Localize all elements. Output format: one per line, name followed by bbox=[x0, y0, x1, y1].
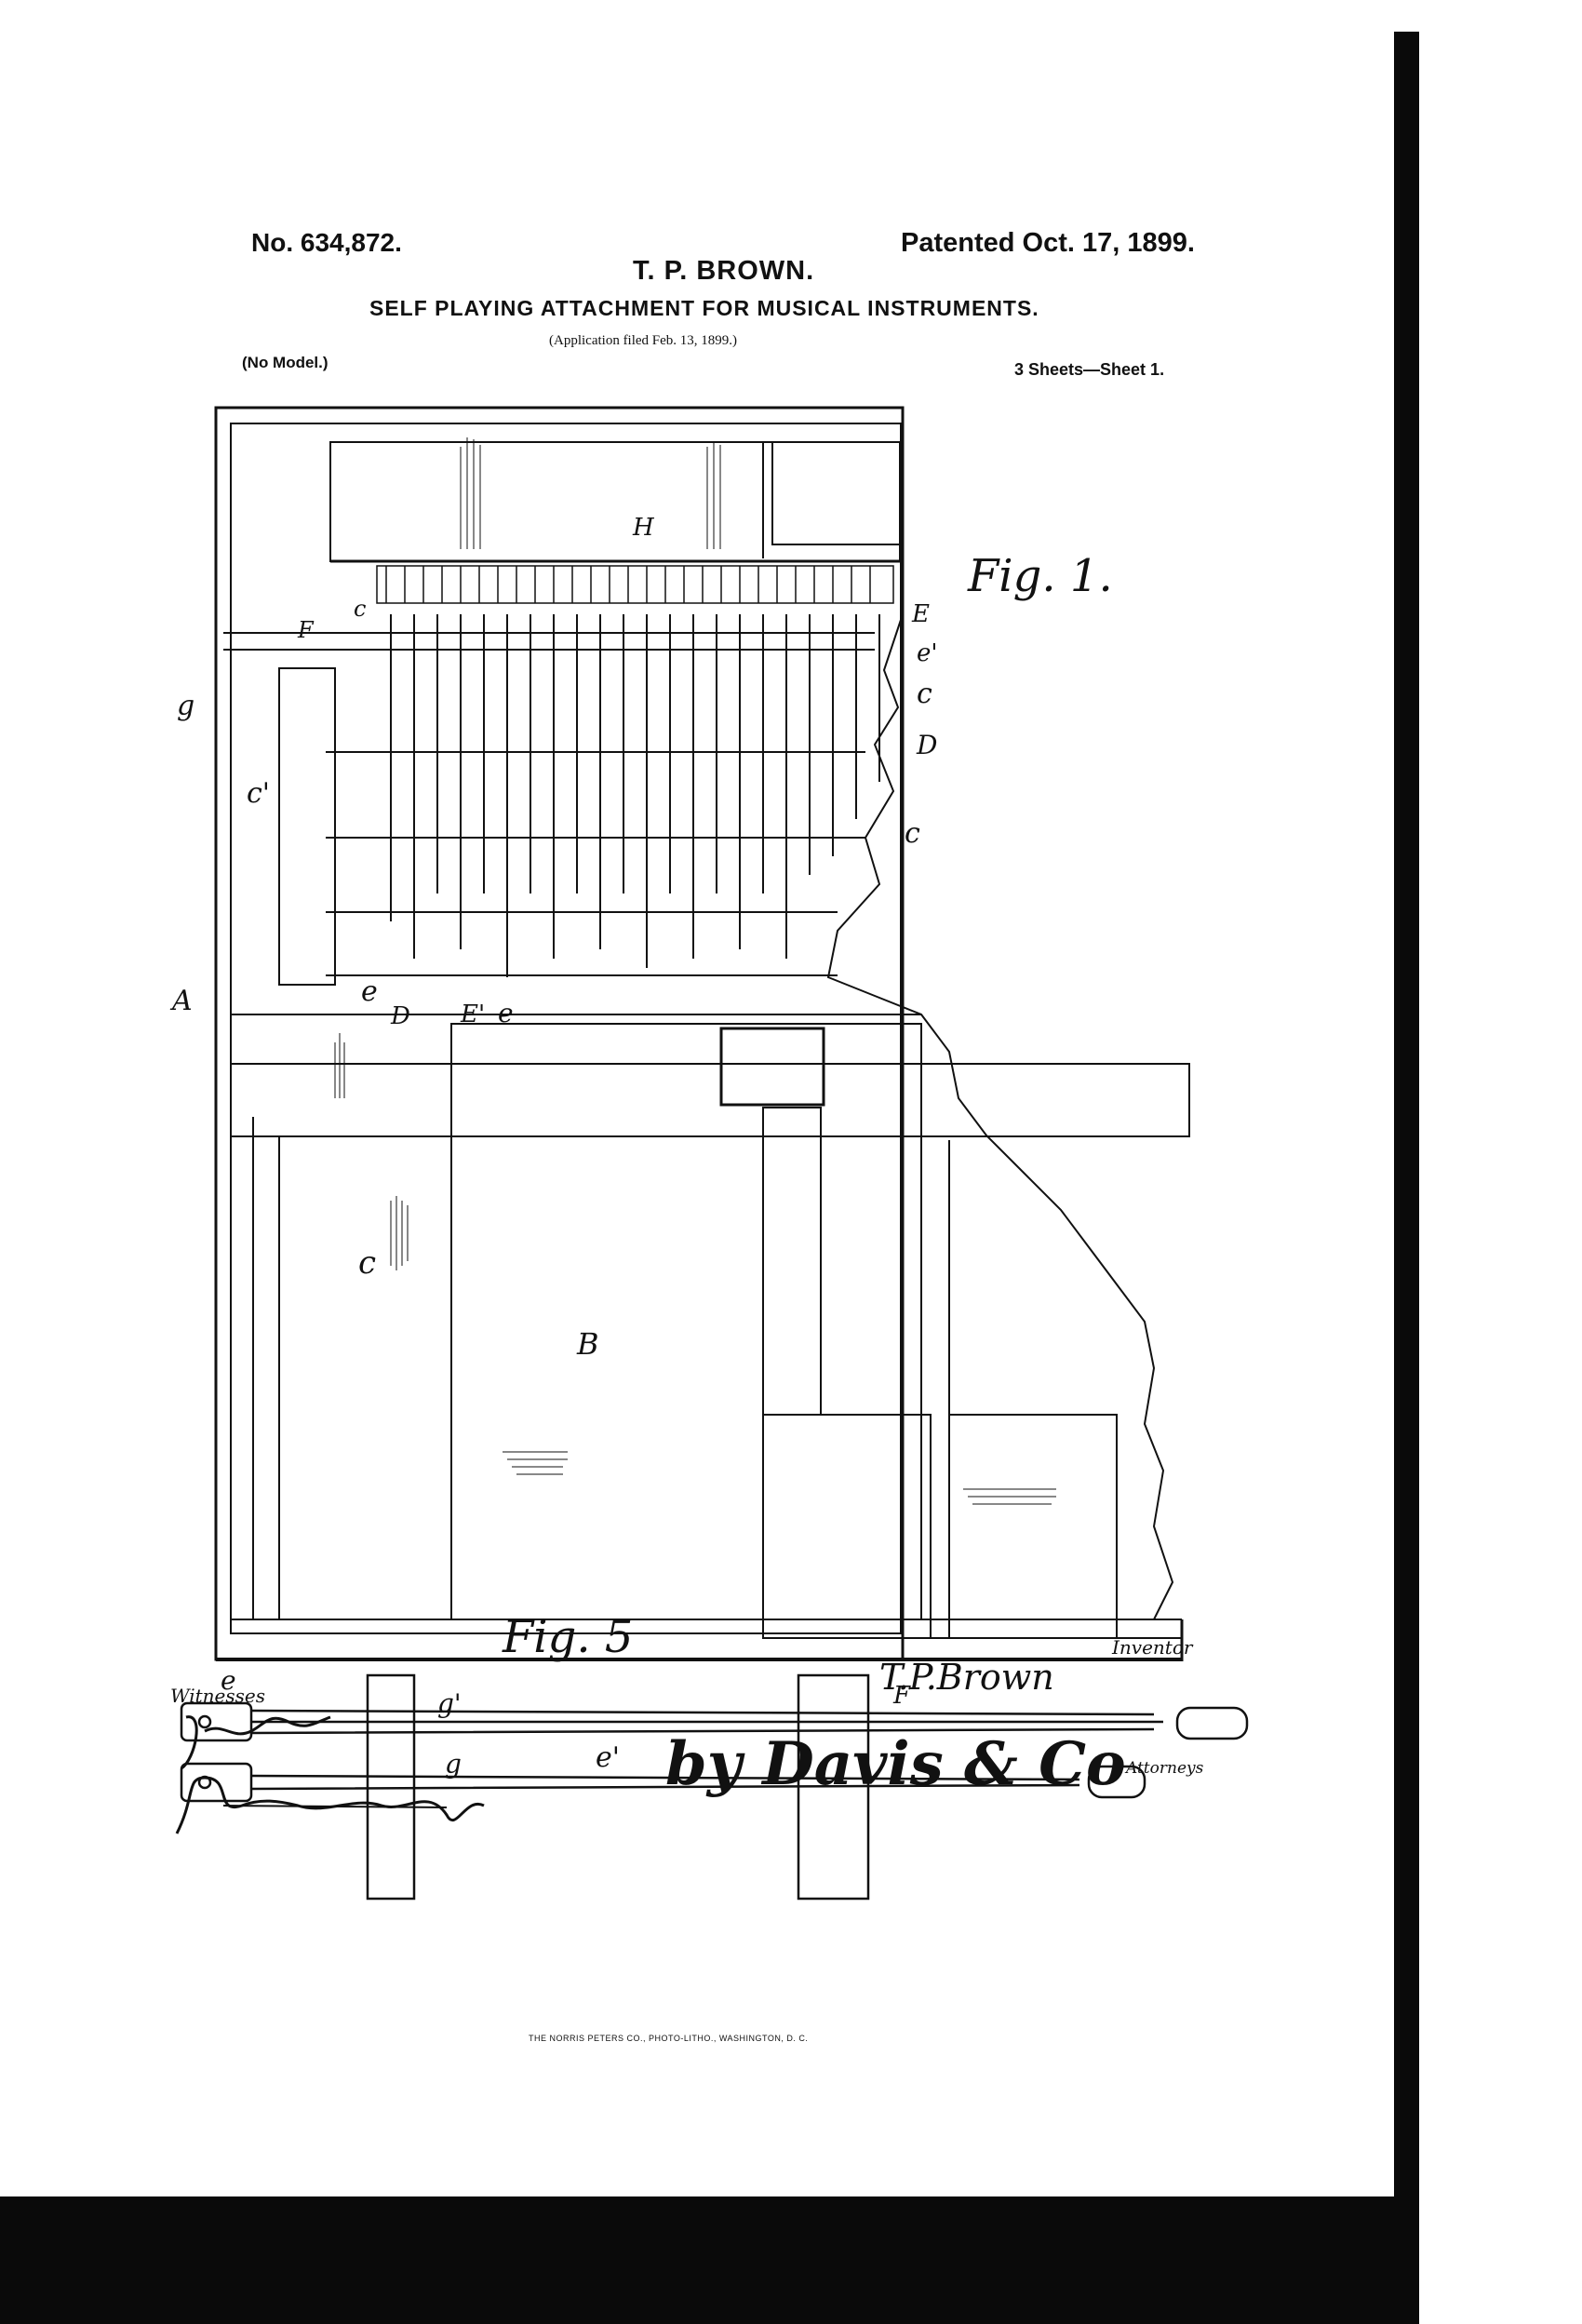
ref-c-case: c bbox=[358, 1244, 376, 1282]
hatching bbox=[334, 1033, 1056, 1505]
lower-case bbox=[230, 1014, 1190, 1620]
ref-E-prime: E' bbox=[460, 1001, 485, 1028]
fig5-label: Fig. 5 bbox=[502, 1611, 633, 1663]
ref-F-fig5: F bbox=[892, 1682, 911, 1710]
ref-e-prime: e' bbox=[917, 639, 938, 667]
fig1-label: Fig. 1. bbox=[967, 550, 1113, 602]
ref-A: A bbox=[169, 985, 193, 1017]
printer-imprint: THE NORRIS PETERS CO., PHOTO-LITHO., WAS… bbox=[529, 2034, 809, 2043]
broken-edge bbox=[826, 613, 1174, 1620]
inventor-signature: T.P.Brown bbox=[879, 1657, 1054, 1698]
actuating-rods bbox=[390, 614, 880, 977]
ref-e-second: e bbox=[498, 998, 514, 1028]
ref-c-key: c bbox=[354, 596, 366, 622]
ref-H: H bbox=[632, 514, 655, 542]
ref-g: g bbox=[177, 690, 194, 722]
attorney-signature: by Davis & Co bbox=[665, 1729, 1126, 1799]
inventor-label: Inventor bbox=[1112, 1636, 1193, 1659]
ref-D: D bbox=[916, 730, 937, 760]
scan-edge-bottom bbox=[0, 2196, 1419, 2324]
ref-F: F bbox=[297, 617, 315, 643]
patent-drawing bbox=[180, 406, 1249, 1901]
scan-edge-right bbox=[1394, 32, 1419, 2324]
sheet-count: 3 Sheets—Sheet 1. bbox=[1014, 360, 1165, 379]
key-row bbox=[376, 565, 894, 604]
reference-labels: Fig. 1. Fig. 5 H E e' c D c F c g c' A e… bbox=[169, 514, 1113, 1780]
ref-e-fig5: e bbox=[221, 1665, 236, 1696]
ref-E: E bbox=[911, 600, 930, 628]
pedals bbox=[762, 1107, 1118, 1639]
patent-date: Patented Oct. 17, 1899. bbox=[901, 228, 1195, 258]
ref-e-lower: e bbox=[361, 975, 378, 1008]
patent-title: SELF PLAYING ATTACHMENT FOR MUSICAL INST… bbox=[369, 296, 1039, 320]
witnesses-label: Witnesses bbox=[170, 1685, 265, 1707]
ref-c-mid: c bbox=[905, 817, 920, 850]
fig5-levers bbox=[180, 1673, 1249, 1901]
attorneys-label: Attorneys bbox=[1126, 1759, 1204, 1778]
mechanism-rails bbox=[223, 632, 875, 986]
application-filed: (Application filed Feb. 13, 1899.) bbox=[549, 333, 738, 348]
ref-c-prime: c' bbox=[247, 777, 270, 810]
ref-c-upper: c bbox=[917, 678, 932, 710]
ref-g-prime-fig5: g' bbox=[437, 1688, 462, 1719]
patent-number: No. 634,872. bbox=[251, 228, 402, 257]
inventor-heading: T. P. BROWN. bbox=[633, 256, 815, 286]
no-model-note: (No Model.) bbox=[242, 354, 328, 371]
ref-e-prime-fig5: e' bbox=[596, 1741, 620, 1774]
hammer-rail bbox=[329, 437, 901, 563]
ref-D-lower: D bbox=[390, 1002, 410, 1030]
ref-B: B bbox=[576, 1326, 599, 1362]
cabinet-frame bbox=[214, 406, 1184, 1661]
witness-signatures bbox=[175, 1715, 485, 1834]
ref-g-fig5: g bbox=[445, 1749, 462, 1780]
